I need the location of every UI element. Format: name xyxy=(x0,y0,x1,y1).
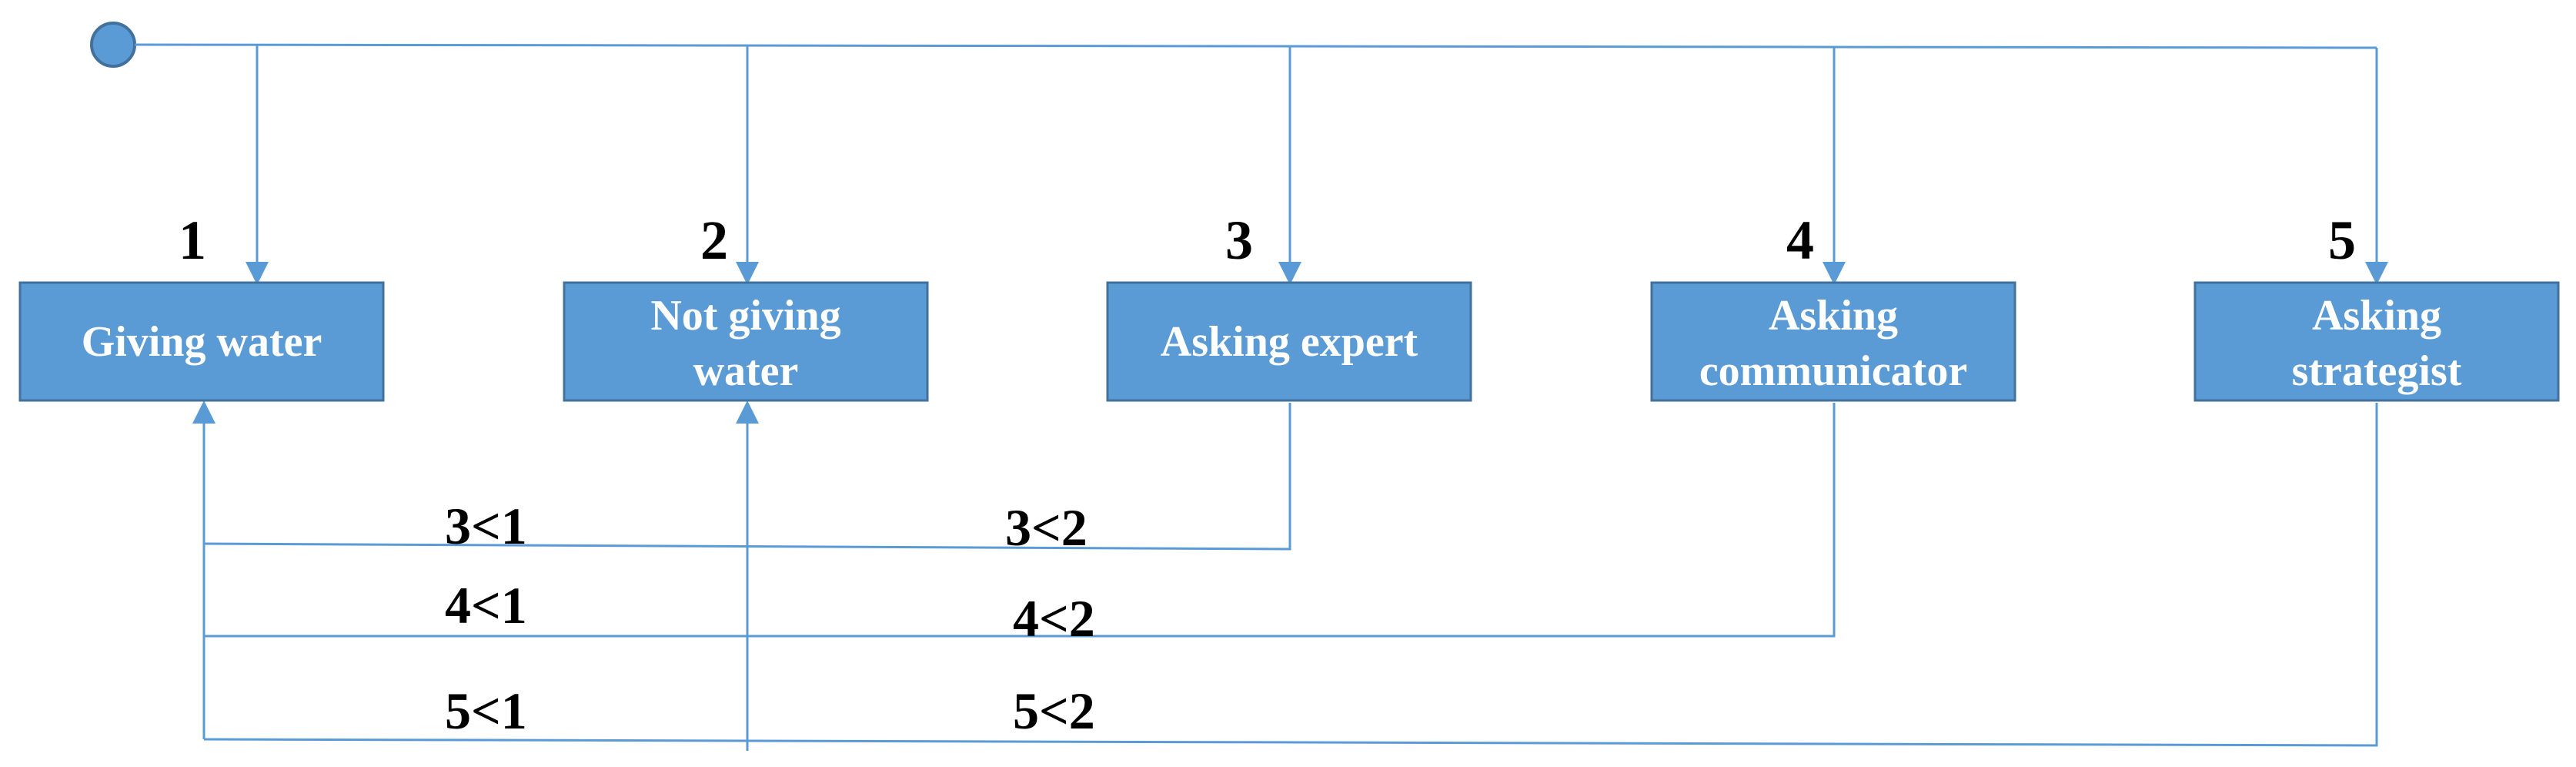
node-5: Asking strategist xyxy=(2193,281,2560,402)
start-trunk-line xyxy=(134,43,2377,49)
node-1: Giving water xyxy=(18,281,385,402)
node-5-label-line-2: strategist xyxy=(2292,347,2462,395)
condition-label-3-2: 3<2 xyxy=(1005,498,1088,557)
node-5-number: 5 xyxy=(2328,209,2356,271)
node-1-number: 1 xyxy=(179,209,206,271)
node-3: Asking expert xyxy=(1106,281,1472,402)
condition-label-4-1: 4<1 xyxy=(445,576,527,635)
condition-label-5-1: 5<1 xyxy=(445,682,527,740)
node-2-label-line-2: water xyxy=(693,347,799,395)
return-line-from-3 xyxy=(203,403,1291,551)
node-2-number: 2 xyxy=(700,209,728,271)
node-4-number: 4 xyxy=(1786,209,1814,271)
node-4-label-line-1: Asking xyxy=(1769,292,1898,340)
node-4: Asking communicator xyxy=(1650,281,2016,402)
node-5-label-line-1: Asking xyxy=(2312,292,2441,340)
condition-label-3-1: 3<1 xyxy=(445,497,527,555)
condition-label-5-2: 5<2 xyxy=(1013,682,1095,740)
node-3-label: Asking expert xyxy=(1161,318,1418,366)
node-3-number: 3 xyxy=(1225,209,1253,271)
node-1-label: Giving water xyxy=(82,318,322,366)
node-2-label-line-1: Not giving xyxy=(650,292,840,340)
condition-label-4-2: 4<2 xyxy=(1013,589,1095,648)
node-4-label-line-2: communicator xyxy=(1699,347,1967,395)
start-node xyxy=(90,22,136,68)
node-2: Not giving water xyxy=(563,281,929,402)
return-line-from-5 xyxy=(203,403,2378,747)
